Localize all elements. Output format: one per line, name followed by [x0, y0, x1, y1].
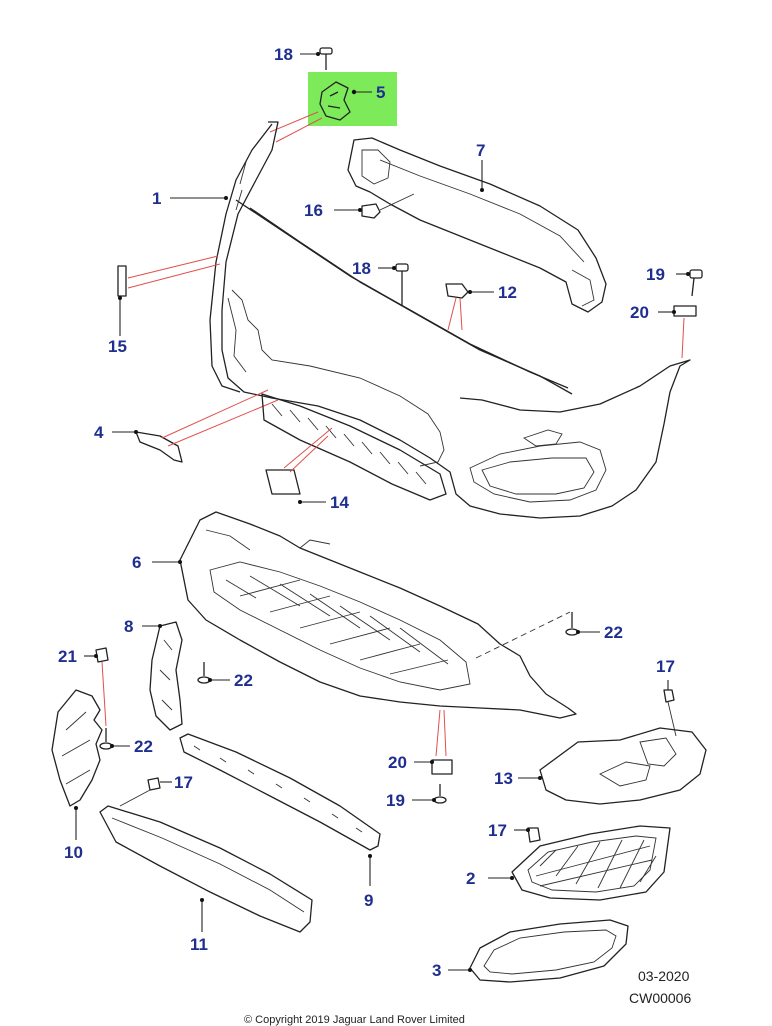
clip-17-lower[interactable]	[514, 827, 541, 843]
callout-20b: 20	[388, 753, 407, 772]
bolt-18-top[interactable]	[300, 47, 333, 70]
diagram-date: 03-2020	[638, 968, 690, 984]
callout-4: 4	[94, 423, 104, 442]
bracket-13[interactable]	[518, 727, 707, 805]
callout-17c: 17	[488, 821, 507, 840]
callout-19a: 19	[646, 265, 665, 284]
screw-19-center[interactable]	[412, 784, 447, 804]
strip-9[interactable]	[179, 733, 381, 886]
callout-7: 7	[476, 141, 485, 160]
screw-22-right[interactable]	[565, 612, 600, 636]
screw-22-left[interactable]	[99, 728, 130, 750]
trim-4[interactable]	[112, 389, 279, 463]
callout-22b: 22	[234, 671, 253, 690]
undertray-6[interactable]	[179, 511, 577, 719]
clip-17-left[interactable]	[119, 777, 172, 807]
bracket-8[interactable]	[142, 621, 183, 731]
callout-6: 6	[132, 553, 141, 572]
callout-3: 3	[432, 961, 441, 980]
highlight-box	[308, 72, 397, 126]
callout-18a: 18	[274, 45, 293, 64]
clip-16[interactable]	[334, 193, 415, 219]
side-panel-10[interactable]	[51, 689, 103, 840]
clip-17-right[interactable]	[663, 680, 677, 737]
callout-13: 13	[494, 769, 513, 788]
screw-22-mid[interactable]	[197, 662, 230, 684]
clip-20-center[interactable]	[414, 709, 453, 775]
callout-16: 16	[304, 201, 323, 220]
callout-15: 15	[108, 337, 127, 356]
screw-19-right[interactable]	[676, 269, 703, 297]
callout-9: 9	[364, 891, 373, 910]
callout-14: 14	[330, 493, 349, 512]
callout-21: 21	[58, 647, 77, 666]
callout-17a: 17	[174, 773, 193, 792]
diagram-reference-code: CW00006	[629, 990, 692, 1006]
callout-1: 1	[152, 189, 161, 208]
grille-strip-14[interactable]	[261, 393, 447, 504]
callout-18b: 18	[352, 259, 371, 278]
callout-19b: 19	[386, 791, 405, 810]
callout-2: 2	[466, 869, 475, 888]
callout-11: 11	[190, 935, 208, 954]
callout-17b: 17	[656, 657, 675, 676]
callout-10: 10	[64, 843, 83, 862]
bracket-15[interactable]	[117, 255, 221, 336]
reinforcement-7[interactable]	[347, 137, 607, 313]
callout-20a: 20	[630, 303, 649, 322]
bracket-5[interactable]	[319, 81, 351, 121]
copyright-notice: © Copyright 2019 Jaguar Land Rover Limit…	[244, 1014, 465, 1026]
grille-2[interactable]	[488, 825, 671, 901]
lower-panel-11[interactable]	[99, 805, 313, 933]
callout-22a: 22	[604, 623, 623, 642]
callout-22c: 22	[134, 737, 153, 756]
callout-12: 12	[498, 283, 517, 302]
callout-8: 8	[124, 617, 133, 636]
clip-20-right[interactable]	[658, 305, 697, 359]
callout-5: 5	[376, 83, 385, 102]
clip-21[interactable]	[84, 647, 109, 727]
clip-12[interactable]	[445, 283, 494, 331]
bolt-18-mid[interactable]	[378, 263, 409, 306]
surround-3[interactable]	[448, 919, 629, 983]
bumper-cover-1[interactable]	[209, 121, 691, 519]
